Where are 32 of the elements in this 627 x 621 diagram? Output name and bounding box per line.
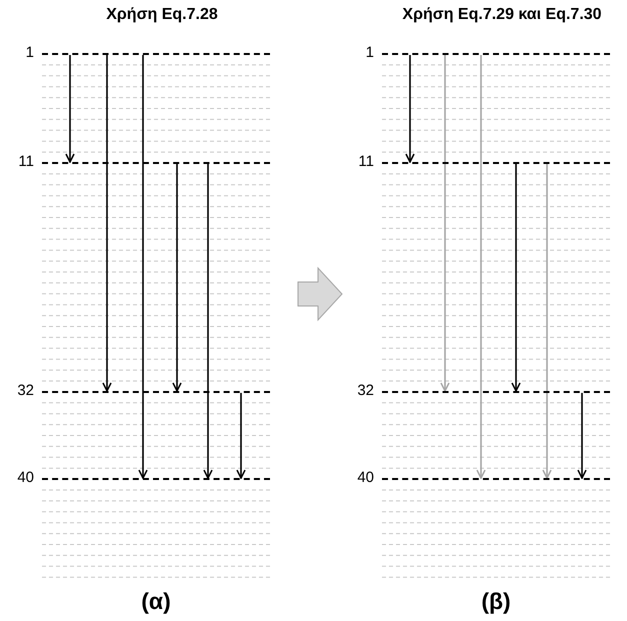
level-line — [42, 390, 270, 393]
level-line — [382, 53, 610, 55]
arrow — [405, 55, 415, 163]
arrow — [476, 55, 486, 479]
level-line — [382, 162, 610, 164]
level-label: 11 — [17, 153, 34, 171]
panel-title: Χρήση Eq.7.28 — [105, 6, 219, 24]
level-label: 11 — [357, 153, 374, 171]
level-line — [42, 162, 270, 164]
arrow — [236, 392, 246, 479]
arrow — [440, 55, 450, 392]
level-line — [382, 390, 610, 393]
level-label: 40 — [16, 469, 34, 488]
level-line — [42, 53, 270, 55]
panel-caption: (α) — [140, 588, 172, 615]
arrow — [577, 392, 587, 479]
panel-caption: (β) — [480, 588, 512, 615]
level-label: 32 — [16, 382, 34, 400]
arrow — [542, 164, 552, 479]
level-line — [382, 478, 610, 480]
level-label: 40 — [356, 469, 374, 488]
level-line — [42, 478, 270, 480]
arrow — [138, 55, 148, 479]
level-label: 1 — [24, 44, 34, 62]
level-label: 1 — [364, 44, 374, 62]
arrow — [203, 164, 213, 479]
panel-title: Χρήση Eq.7.29 και Eq.7.30 — [401, 6, 603, 24]
arrow — [172, 164, 182, 392]
level-label: 32 — [356, 382, 374, 400]
arrow — [65, 55, 75, 163]
arrow — [102, 55, 112, 392]
arrow — [511, 164, 521, 392]
